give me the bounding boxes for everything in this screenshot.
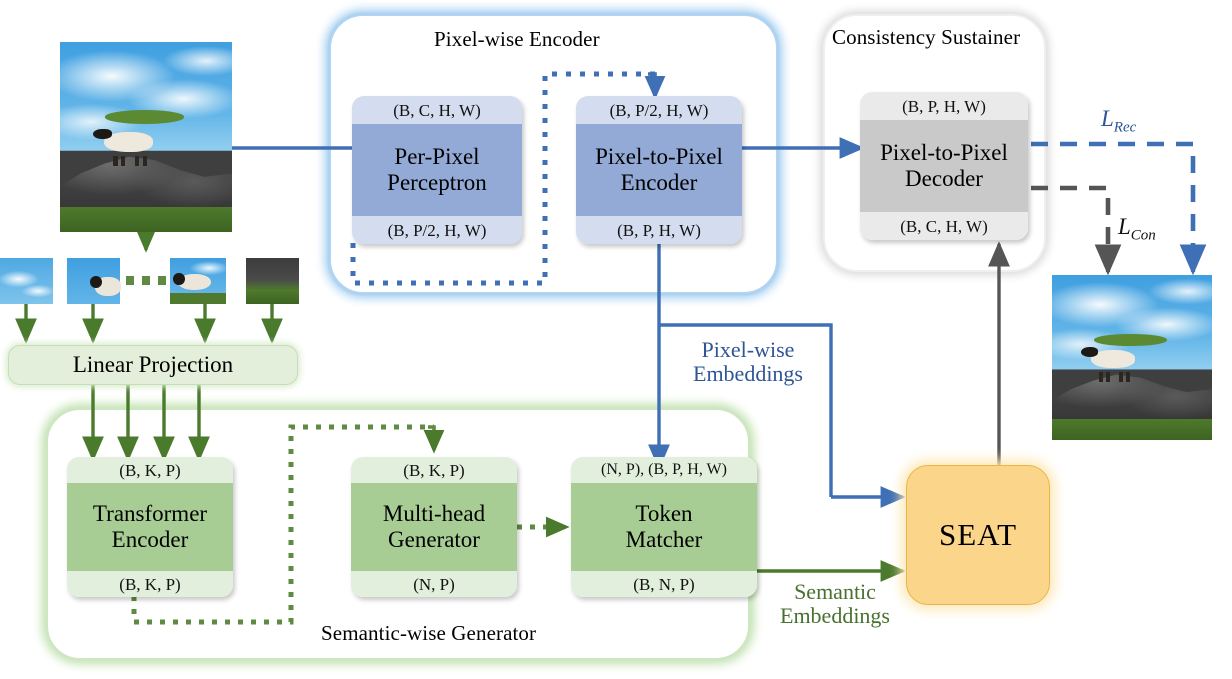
grass-ridge [104, 110, 184, 124]
loss-rec-label: LRec [1101, 106, 1137, 136]
seat-label: SEAT [938, 517, 1018, 552]
pixel-to-pixel-encoder-input-shape: (B, P/2, H, W) [576, 96, 742, 124]
token-matcher-input-shape: (N, P), (B, P, H, W) [571, 457, 757, 483]
per-pixel-perceptron-output-shape: (B, P/2, H, W) [352, 216, 522, 244]
pixel-to-pixel-encoder-output-shape: (B, P, H, W) [576, 216, 742, 244]
consistency-sustainer-title: Consistency Sustainer [832, 25, 1021, 49]
patch-thumbnail-3 [170, 258, 226, 304]
multi-head-generator-input-shape: (B, K, P) [351, 457, 517, 483]
patch-thumbnail-2 [67, 258, 122, 304]
semantic-embeddings-label: Semantic Embeddings [780, 579, 890, 629]
sheep-figure [92, 126, 158, 167]
token-matcher-output-shape: (B, N, P) [571, 571, 757, 597]
patch-thumbnail-1 [0, 258, 53, 304]
transformer-encoder-output-shape: (B, K, P) [67, 571, 233, 597]
pixel-wise-encoder-title: Pixel-wise Encoder [434, 27, 600, 51]
input-image [60, 42, 232, 232]
transformer-encoder-input-shape: (B, K, P) [67, 457, 233, 483]
grass-ridge-out [1093, 334, 1168, 346]
linear-projection-label: Linear Projection [72, 352, 234, 377]
pixel-to-pixel-decoder-output-shape: (B, C, H, W) [860, 212, 1028, 240]
per-pixel-perceptron-input-shape: (B, C, H, W) [352, 96, 522, 124]
linear-projection-block[interactable]: Linear Projection [8, 345, 298, 385]
patch-thumbnail-4 [246, 258, 299, 304]
pixel-to-pixel-decoder-input-shape: (B, P, H, W) [860, 92, 1028, 120]
loss-con-label: LCon [1118, 214, 1156, 244]
grass-region [60, 207, 232, 232]
semantic-wise-generator-title: Semantic-wise Generator [321, 621, 537, 645]
seat-block[interactable]: SEAT [906, 465, 1050, 605]
sheep-figure-out [1080, 345, 1140, 382]
patch-ellipsis-icon [126, 276, 196, 285]
grass-region-out [1052, 418, 1212, 440]
pixel-wise-embeddings-label: Pixel-wise Embeddings [693, 337, 803, 387]
output-image [1052, 275, 1212, 440]
multi-head-generator-output-shape: (N, P) [351, 571, 517, 597]
